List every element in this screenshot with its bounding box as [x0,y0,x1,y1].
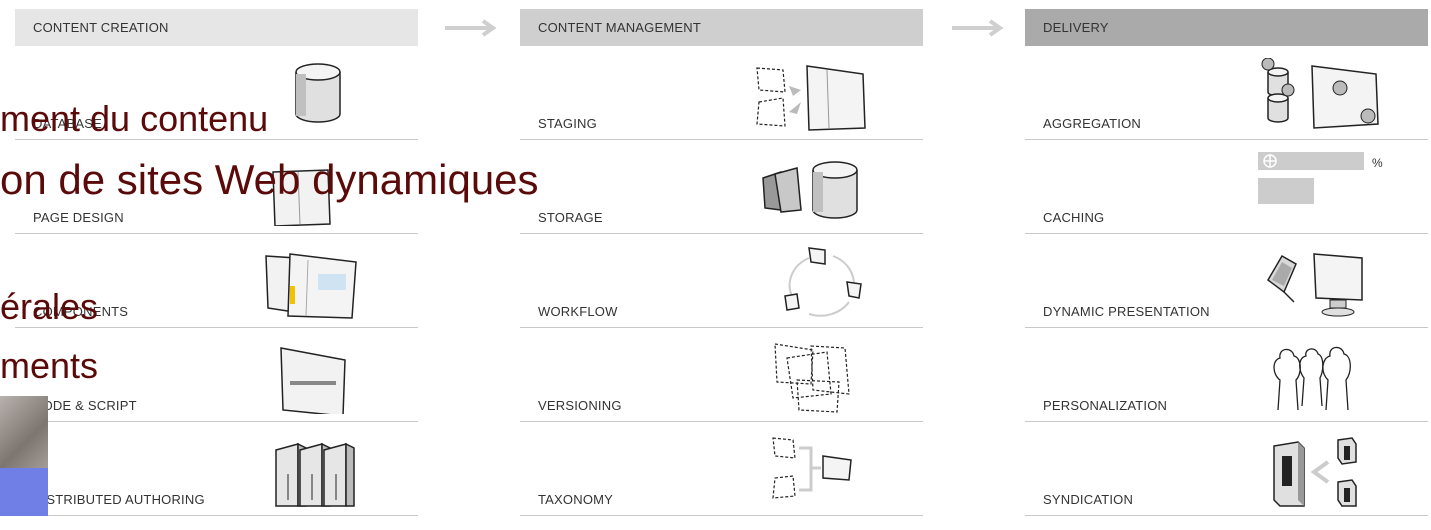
row-label: TAXONOMY [538,492,614,507]
row-code-script: CODE & SCRIPT [15,328,418,422]
database-icon [248,58,378,132]
row-label: CODE & SCRIPT [33,398,137,413]
overlay-text-line1: ment du contenu [0,98,269,139]
row-label: STORAGE [538,210,603,225]
row-dynamic-presentation: DYNAMIC PRESENTATION [1025,234,1428,328]
row-label: DYNAMIC PRESENTATION [1043,304,1210,319]
people-icon [1258,340,1388,414]
flow-arrow [443,18,503,43]
versioning-icon [753,340,883,414]
overlay-text-line4: ments [0,345,99,386]
row-database: DATABASE [15,46,418,140]
column-header: DELIVERY [1025,9,1428,46]
row-taxonomy: TAXONOMY [520,422,923,516]
overlay-text-line3: érales [0,286,99,327]
row-staging: STAGING [520,46,923,140]
row-distributed-authoring: DISTRIBUTED AUTHORING [15,422,418,516]
caching-icon: % [1258,152,1388,226]
row-label: DATABASE [33,116,103,131]
row-label: AGGREGATION [1043,116,1142,131]
column-header: CONTENT CREATION [15,9,418,46]
column-content-management: CONTENT MANAGEMENT STAGING STORAGE [520,9,923,516]
row-versioning: VERSIONING [520,328,923,422]
devices-icon [1258,246,1388,320]
row-label: WORKFLOW [538,304,618,319]
column-delivery: DELIVERY AGGREGATION C [1025,9,1428,516]
overlay-text-line2: on de sites Web dynamiques [0,156,539,203]
row-caching: CACHING % [1025,140,1428,234]
row-page-design: PAGE DESIGN [15,140,418,234]
row-workflow: WORKFLOW [520,234,923,328]
row-label: COMPONENTS [33,304,129,319]
column-header: CONTENT MANAGEMENT [520,9,923,46]
page-design-icon [248,152,378,227]
aggregation-icon [1258,57,1388,132]
row-storage: STORAGE [520,140,923,234]
row-aggregation: AGGREGATION [1025,46,1428,140]
staging-icon [753,58,883,132]
row-label: PAGE DESIGN [33,210,124,225]
components-icon [248,246,378,320]
photo-thumbnail [0,396,48,468]
binders-icon [248,434,378,508]
flow-arrow [950,18,1010,43]
code-script-icon [248,340,378,417]
row-syndication: SYNDICATION [1025,422,1428,516]
server-icon [1258,434,1388,508]
taxonomy-icon [753,434,883,508]
row-label: SYNDICATION [1043,492,1134,507]
row-label: CACHING [1043,210,1105,225]
blue-panel [0,468,48,516]
row-personalization: PERSONALIZATION [1025,328,1428,422]
row-components: COMPONENTS [15,234,418,328]
storage-icon [753,152,883,226]
column-content-creation: CONTENT CREATION DATABASE PAGE DESIGN CO… [15,9,418,516]
row-label: PERSONALIZATION [1043,398,1168,413]
row-label: VERSIONING [538,398,622,413]
row-label: STAGING [538,116,597,131]
row-label: DISTRIBUTED AUTHORING [33,492,205,507]
caching-percent: % [1372,156,1383,170]
workflow-icon [753,246,883,320]
